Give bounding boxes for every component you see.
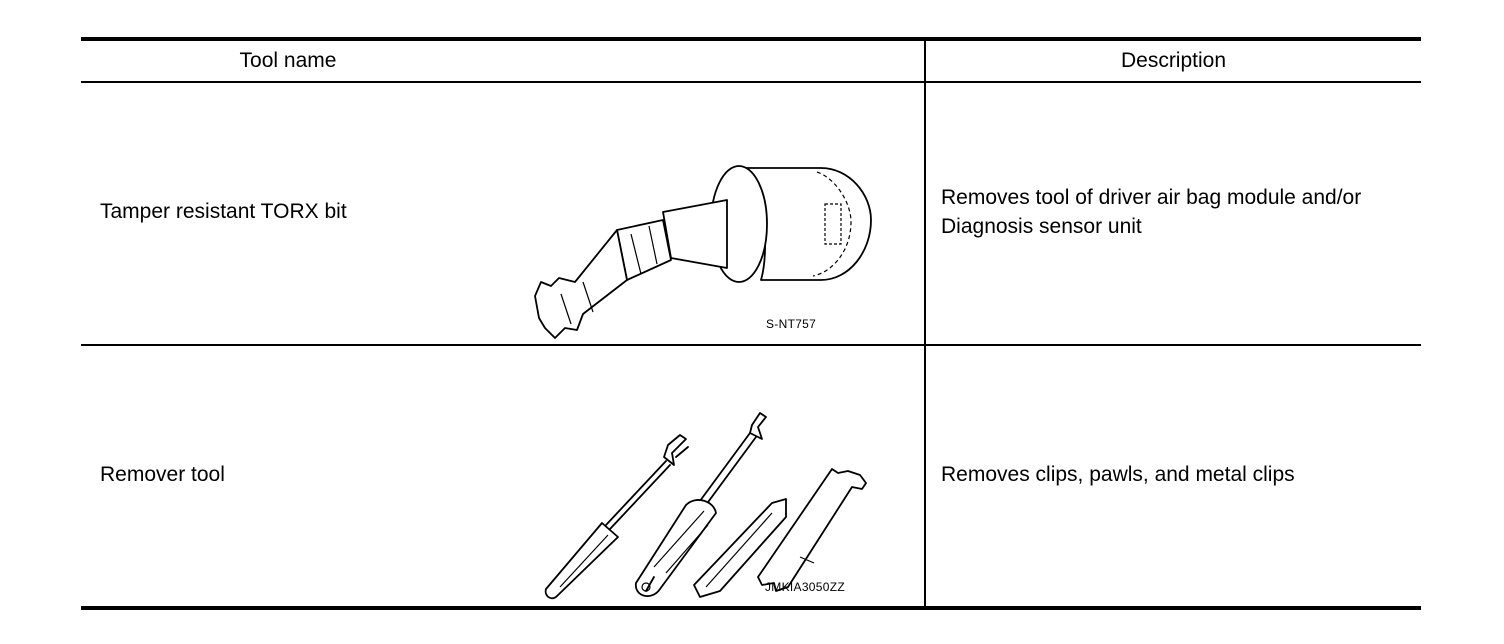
header-bottom-rule <box>81 81 1421 83</box>
table-bottom-rule <box>81 606 1421 610</box>
row1-description-line2: Diagnosis sensor unit <box>941 215 1142 238</box>
remover-tools-icon <box>544 412 867 600</box>
column-divider <box>924 37 926 610</box>
torx-bit-icon <box>534 165 872 339</box>
row1-tool-name: Tamper resistant TORX bit <box>100 200 347 223</box>
row1-description-line1: Removes tool of driver air bag module an… <box>941 186 1362 209</box>
row2-figure-code: JMKIA3050ZZ <box>765 580 845 594</box>
row-divider-rule <box>81 344 1421 346</box>
header-description: Description <box>1120 49 1227 72</box>
header-tool-name: Tool name <box>239 49 337 72</box>
row2-tool-name: Remover tool <box>100 463 225 486</box>
row1-figure-code: S-NT757 <box>766 317 817 331</box>
tool-table: Tool name Description Tamper resistant T… <box>81 37 1421 610</box>
row2-description: Removes clips, pawls, and metal clips <box>941 463 1295 486</box>
table-top-rule <box>81 37 1421 41</box>
